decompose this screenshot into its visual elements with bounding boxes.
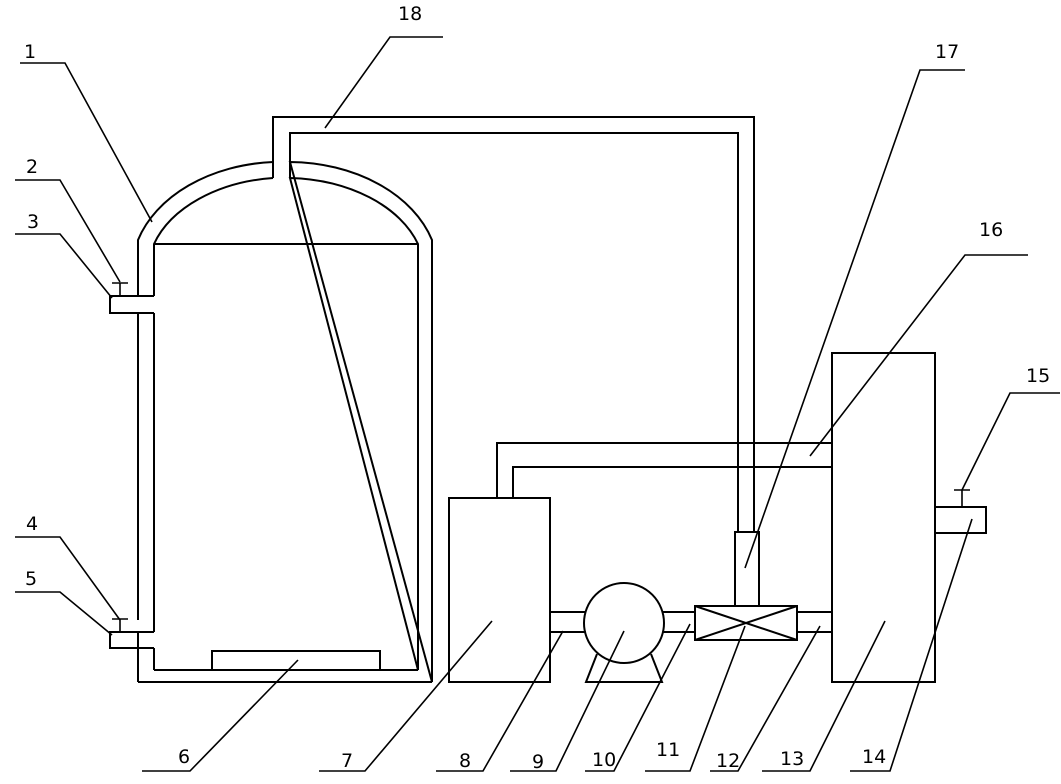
leader-lines [15, 36, 1060, 772]
label-10: 10 [592, 749, 616, 771]
label-8: 8 [459, 750, 471, 772]
label-4: 4 [26, 513, 38, 535]
labels: 1 2 3 4 5 6 7 8 9 10 11 12 13 14 15 16 1… [24, 3, 1050, 773]
label-14: 14 [862, 746, 886, 768]
lower-port [109, 618, 154, 649]
label-11: 11 [656, 739, 680, 761]
label-1: 1 [24, 41, 36, 63]
label-5: 5 [25, 568, 37, 590]
vessel [137, 160, 433, 683]
column-13 [831, 352, 936, 683]
label-9: 9 [532, 751, 544, 773]
outlet-port [935, 489, 987, 534]
label-13: 13 [780, 748, 804, 770]
vapor-pipe [496, 442, 832, 498]
label-6: 6 [178, 746, 190, 768]
label-12: 12 [716, 750, 740, 772]
label-17: 17 [935, 41, 959, 63]
mixer [694, 531, 832, 641]
label-16: 16 [979, 219, 1003, 241]
pump [550, 582, 695, 683]
mixer-inlet [734, 531, 760, 607]
label-18: 18 [398, 3, 422, 25]
label-2: 2 [26, 156, 38, 178]
return-pipe [272, 116, 755, 532]
label-3: 3 [27, 211, 39, 233]
label-15: 15 [1026, 365, 1050, 387]
label-7: 7 [341, 750, 353, 772]
upper-port [109, 282, 154, 314]
heater-element [211, 650, 381, 671]
tank-8 [448, 497, 551, 683]
